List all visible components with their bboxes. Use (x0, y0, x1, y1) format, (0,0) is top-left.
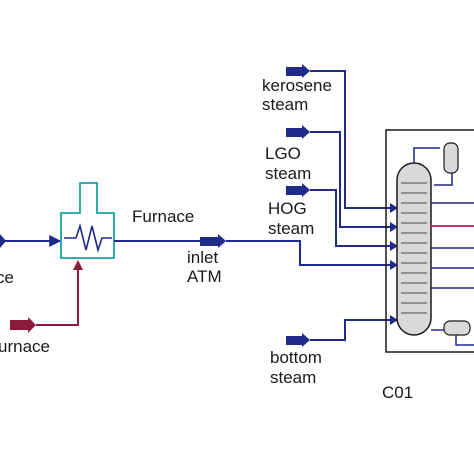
stream-arrow-icon (200, 237, 218, 246)
feed-label: ce (0, 268, 14, 287)
reflux-drum-icon[interactable] (443, 142, 459, 174)
inlet-atm-stream[interactable] (200, 234, 398, 270)
furnace-label: Furnace (132, 207, 194, 226)
stream-arrow-icon (286, 336, 302, 345)
kerosene-label-line2: steam (262, 95, 308, 114)
stream-arrow-icon (286, 186, 302, 195)
distillation-column-icon[interactable] (396, 162, 432, 336)
stream-arrow-icon (286, 67, 302, 76)
inlet-label-line2: ATM (187, 267, 222, 286)
stream-arrow-icon (0, 234, 6, 248)
kerosene-steam-stream[interactable] (286, 64, 398, 213)
lgo-label-line1: LGO (265, 144, 301, 163)
feed-stream[interactable] (0, 234, 62, 248)
bottom-steam-stream[interactable] (286, 315, 398, 347)
stream-arrow-icon (286, 128, 302, 137)
heat-exchanger-icon[interactable] (60, 182, 115, 259)
kerosene-label-line1: kerosene (262, 76, 332, 95)
inlet-label-line1: inlet (187, 248, 218, 267)
lgo-label-line2: steam (265, 164, 311, 183)
furnace-fuel-stream[interactable] (10, 260, 83, 333)
column-side-draws (431, 202, 474, 289)
reboiler-icon[interactable] (431, 320, 474, 346)
hog-label-line2: steam (268, 219, 314, 238)
stream-arrow-icon (10, 320, 28, 330)
bottom-label-line2: steam (270, 368, 316, 387)
hog-steam-stream[interactable] (286, 183, 398, 251)
overhead-line (413, 147, 453, 186)
lgo-steam-stream[interactable] (286, 125, 398, 232)
furnace-fuel-label: urnace (0, 337, 50, 356)
column-subflowsheet-boundary[interactable] (385, 129, 474, 353)
bottom-label-line1: bottom (270, 348, 322, 367)
column-label: C01 (382, 383, 413, 402)
hog-label-line1: HOG (268, 199, 307, 218)
